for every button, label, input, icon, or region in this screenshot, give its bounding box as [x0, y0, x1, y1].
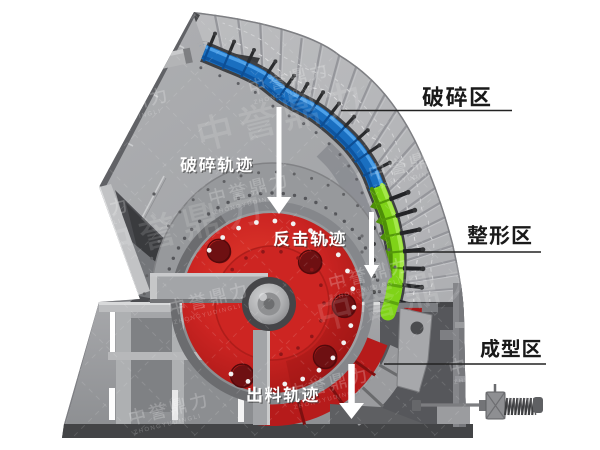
svg-text:ZHONGYUDINGLI: ZHONGYUDINGLI	[13, 329, 82, 352]
svg-text:ZHONGYUDINGLI: ZHONGYUDINGLI	[53, 219, 122, 242]
svg-text:ZHONGYUDINGLI: ZHONGYUDINGLI	[413, 59, 482, 82]
svg-text:ZHONGYUDINGLI: ZHONGYUDINGLI	[533, 144, 600, 167]
svg-text:ZHONGYUDINGLI: ZHONGYUDINGLI	[493, 254, 562, 277]
